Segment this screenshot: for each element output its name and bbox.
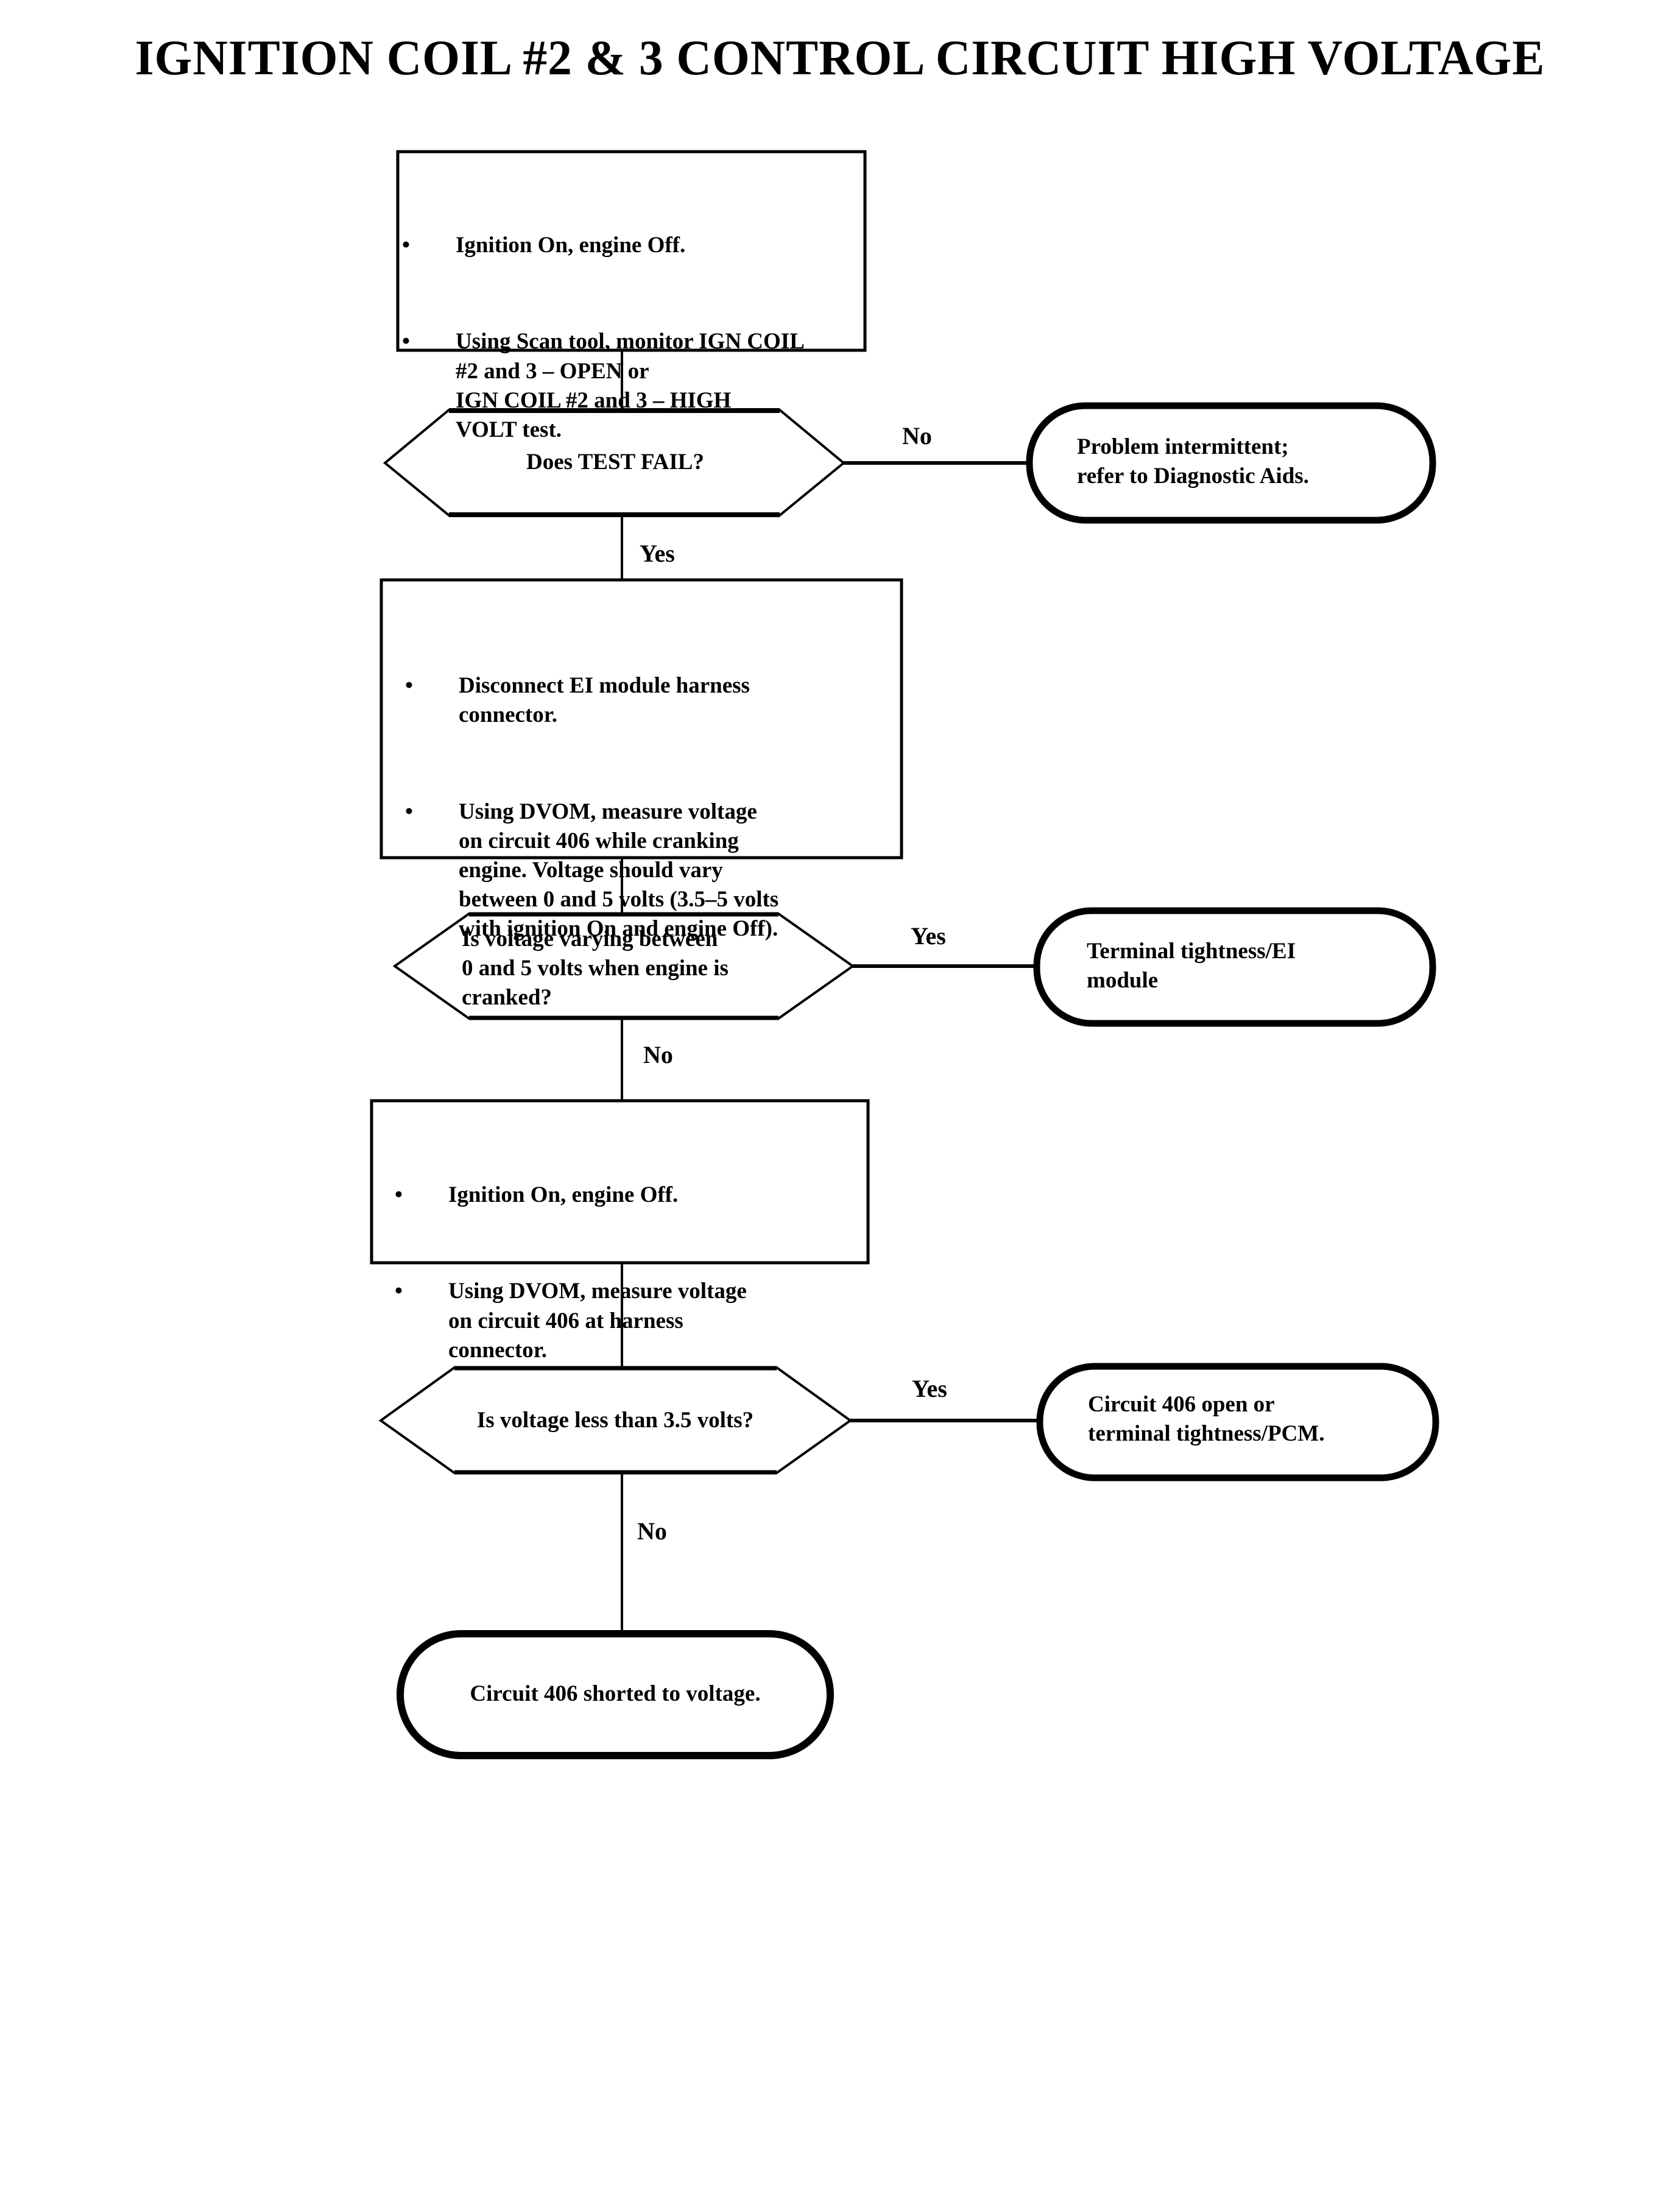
- process-box-step3: [370, 1099, 870, 1265]
- terminator-result1-label: Problem intermittent; refer to Diagnosti…: [1077, 434, 1309, 489]
- process-box-step2: [379, 578, 903, 860]
- terminator-result4: [397, 1630, 834, 1759]
- bullet-item: • Using DVOM, measure voltage on circuit…: [405, 797, 941, 944]
- bullet-glyph: •: [405, 799, 413, 824]
- terminator-result1: [1026, 402, 1436, 524]
- edge-label-decision3-no: No: [637, 1517, 667, 1545]
- bullet-text: Ignition On, engine Off.: [448, 1182, 679, 1208]
- bullet-text: Disconnect EI module harness connector.: [459, 673, 750, 728]
- process-box-step1: [396, 150, 867, 352]
- edge-label-decision2-yes: Yes: [911, 922, 946, 950]
- process-box-step1-text: • Ignition On, engine Off. • Using Scan …: [402, 172, 950, 503]
- bullet-item: • Using Scan tool, monitor IGN COIL #2 a…: [402, 327, 950, 444]
- bullet-glyph: •: [402, 329, 410, 355]
- terminator-result3: [1036, 1363, 1439, 1481]
- bullet-item: • Ignition On, engine Off.: [402, 231, 950, 260]
- page-title: IGNITION COIL #2 & 3 CONTROL CIRCUIT HIG…: [135, 30, 1545, 85]
- edge-label-decision1-no: No: [902, 422, 932, 450]
- terminator-result3-label: Circuit 406 open or terminal tightness/P…: [1088, 1392, 1325, 1447]
- bullet-glyph: •: [405, 673, 413, 699]
- bullet-text: Using Scan tool, monitor IGN COIL #2 and…: [456, 329, 805, 442]
- bullet-item: • Using DVOM, measure voltage on circuit…: [395, 1277, 931, 1364]
- terminator-result2-label: Terminal tightness/EI module: [1087, 939, 1296, 994]
- decision-hexagon-1-label: Does TEST FAIL?: [526, 450, 704, 475]
- bullet-glyph: •: [395, 1279, 403, 1304]
- bullet-item: • Ignition On, engine Off.: [395, 1181, 931, 1210]
- edge-label-decision3-yes: Yes: [912, 1375, 947, 1402]
- bullet-glyph: •: [402, 233, 410, 258]
- bullet-text: Using DVOM, measure voltage on circuit 4…: [459, 799, 779, 941]
- process-box-step3-text: • Ignition On, engine Off. • Using DVOM,…: [395, 1122, 931, 1424]
- decision-hexagon-2-label: Is voltage varying between 0 and 5 volts…: [462, 927, 729, 1011]
- decision-hexagon-3-label: Is voltage less than 3.5 volts?: [476, 1408, 754, 1433]
- process-box-step2-text: • Disconnect EI module harness connector…: [405, 613, 941, 1002]
- bullet-glyph: •: [395, 1182, 403, 1208]
- terminator-result4-label: Circuit 406 shorted to voltage.: [470, 1681, 761, 1706]
- bullet-text: Using DVOM, measure voltage on circuit 4…: [448, 1279, 747, 1363]
- bullet-item: • Disconnect EI module harness connector…: [405, 671, 941, 730]
- edge-label-decision1-yes: Yes: [640, 540, 675, 567]
- bullet-text: Ignition On, engine Off.: [456, 233, 686, 258]
- terminator-result2: [1033, 907, 1436, 1027]
- edge-label-decision2-no: No: [643, 1041, 673, 1068]
